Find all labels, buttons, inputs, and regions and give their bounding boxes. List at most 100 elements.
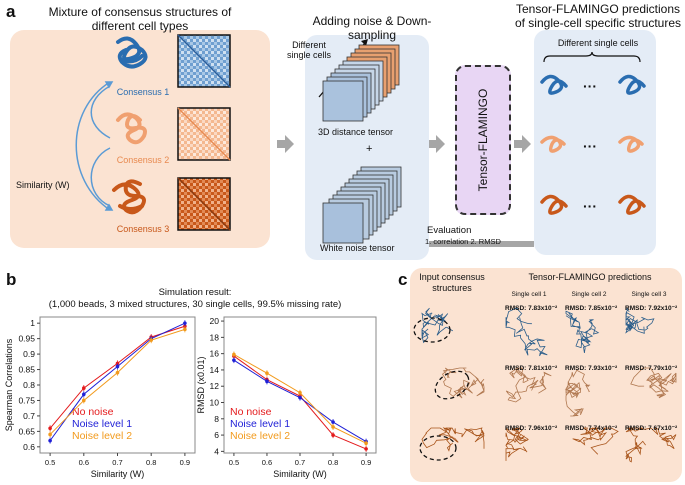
y-tick-label: 20 [210, 316, 220, 326]
y-tick-label: 6 [214, 430, 219, 440]
data-point [183, 327, 187, 332]
y-tick-label: 0.6 [23, 442, 35, 452]
input-structures-title: Input consensus structures [419, 272, 485, 293]
panel-c-letter: c [398, 270, 408, 289]
predictions-title: Tensor-FLAMINGO predictions of single-ce… [514, 2, 682, 30]
x-tick-label: 0.6 [79, 458, 89, 467]
structure-render [505, 307, 548, 357]
evaluation-sub: 1. correlation 2. RMSD [425, 237, 501, 246]
similarity-label: Similarity (W) [16, 180, 70, 190]
x-tick-label: 0.8 [146, 458, 156, 467]
col-single-cell-2: Single cell 2 [571, 291, 607, 298]
y-tick-label: 12 [210, 381, 220, 391]
rmsd-r3-c2: RMSD: 7.74x10⁻² [565, 425, 618, 432]
consensus-1-label: Consensus 1 [116, 87, 170, 97]
consensus-2-structure [116, 112, 147, 145]
plus-sign: + [366, 143, 373, 155]
legend-entry: Noise level 2 [72, 430, 132, 442]
data-point [265, 371, 269, 375]
structure-render [441, 367, 485, 399]
x-tick-label: 0.8 [328, 458, 338, 467]
rmsd-r2-c2: RMSD: 7.93x10⁻² [565, 365, 618, 372]
legend-entry: No noise [230, 406, 272, 418]
data-point [115, 370, 120, 375]
ellipsis-row-1: ··· [583, 78, 597, 94]
consensus-2-label: Consensus 2 [116, 155, 170, 165]
x-tick-label: 0.7 [295, 458, 305, 467]
similarity-arrows [75, 81, 114, 211]
data-point [183, 321, 187, 325]
rmsd-r2-c3: RMSD: 7.79x10⁻² [625, 365, 678, 372]
distance-tensor-label: 3D distance tensor [318, 127, 394, 137]
y-tick-label: 4 [214, 446, 219, 456]
data-point [183, 324, 187, 329]
consensus-3-structure [112, 179, 146, 215]
data-point [115, 364, 120, 369]
legend-entry: Noise level 2 [230, 430, 290, 442]
x-tick-label: 0.9 [180, 458, 190, 467]
panel-b-letter: b [6, 270, 17, 289]
y-axis-label: Spearman Correlations [4, 338, 14, 431]
x-tick-label: 0.7 [112, 458, 122, 467]
ellipsis-row-2: ··· [583, 138, 597, 154]
noise-title: Adding noise & Down-sampling [312, 14, 432, 42]
consensus-1-structure [116, 36, 148, 69]
consensus-3-label: Consensus 3 [116, 224, 170, 234]
y-tick-label: 16 [210, 349, 220, 359]
data-point [265, 379, 269, 384]
simulation-title-2: (1,000 beads, 3 mixed structures, 30 sin… [48, 299, 342, 310]
data-point [331, 425, 335, 429]
white-noise-stack [322, 166, 402, 244]
y-tick-label: 0.95 [18, 334, 35, 344]
data-point [331, 433, 335, 437]
data-point [115, 361, 120, 366]
y-tick-label: 8 [214, 414, 219, 424]
different-single-cells-label: Different single cells [286, 40, 332, 60]
y-tick-label: 0.8 [23, 380, 35, 390]
y-tick-label: 10 [210, 398, 220, 408]
y-tick-label: 0.75 [18, 395, 35, 405]
y-tick-label: 0.65 [18, 426, 35, 436]
data-point [48, 426, 52, 431]
simulation-title-1: Simulation result: [158, 287, 232, 298]
mixture-title: Mixture of consensus structures of diffe… [48, 5, 232, 33]
data-point [82, 392, 86, 397]
legend-entry: Noise level 1 [230, 418, 290, 430]
structure-render [625, 307, 655, 334]
rmsd-r3-c1: RMSD: 7.96x10⁻² [505, 425, 558, 432]
data-point [364, 441, 368, 446]
data-point [48, 432, 52, 437]
legend-entry: Noise level 1 [72, 418, 132, 430]
data-point [149, 338, 153, 342]
distance-tensor-stack [322, 44, 400, 122]
tensor-stacks [318, 39, 402, 244]
col-single-cell-3: Single cell 3 [631, 291, 667, 298]
col-single-cell-1: Single cell 1 [511, 291, 547, 298]
y-tick-label: 18 [210, 332, 220, 342]
rmsd-r2-c1: RMSD: 7.81x10⁻² [505, 365, 558, 372]
structure-render [630, 367, 677, 399]
x-tick-label: 0.6 [262, 458, 272, 467]
prediction-structures [540, 51, 646, 215]
structure-render [421, 427, 485, 452]
ellipsis-row-3: ··· [583, 198, 597, 214]
x-tick-label: 0.5 [45, 458, 55, 467]
highlight-ellipse [434, 370, 470, 400]
panel-c-structures [413, 307, 677, 463]
data-point [298, 390, 302, 395]
y-tick-label: 1 [30, 318, 35, 328]
different-single-cells-2-label: Different single cells [557, 38, 639, 48]
x-axis-label: Similarity (W) [273, 469, 327, 479]
structure-render [421, 307, 454, 344]
data-point [232, 358, 236, 362]
y-tick-label: 0.85 [18, 365, 35, 375]
legend-entry: No noise [72, 406, 114, 418]
data-point [82, 398, 86, 403]
structure-render [565, 310, 600, 353]
structure-render [564, 369, 591, 417]
highlight-ellipse [413, 317, 451, 343]
evaluation-label: Evaluation [427, 225, 472, 236]
